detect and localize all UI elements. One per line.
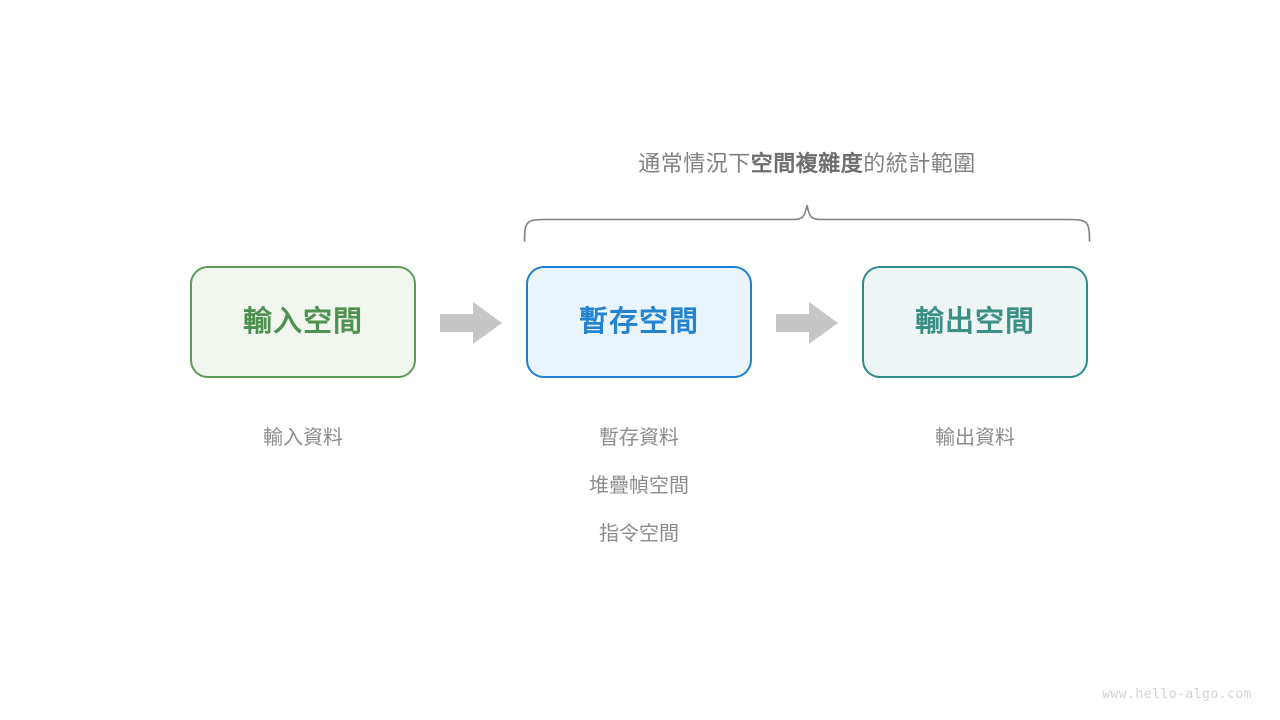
caption-output-space: 輸出資料 [862, 414, 1088, 462]
watermark: www.hello-algo.com [1102, 687, 1252, 702]
caption-line: 堆疊幀空間 [589, 475, 689, 497]
box-input-space: 輸入空間 [190, 266, 416, 378]
brace-caption-suffix: 的統計範圍 [863, 151, 976, 176]
box-output-space: 輸出空間 [862, 266, 1088, 378]
box-temp-space: 暫存空間 [526, 266, 752, 378]
box-output-space-label: 輸出空間 [914, 305, 1035, 338]
box-temp-space-label: 暫存空間 [578, 305, 699, 338]
caption-temp-space: 暫存資料 堆疊幀空間 指令空間 [526, 414, 752, 558]
brace-caption-strong: 空間複雜度 [750, 151, 864, 176]
arrow-right-icon-1 [440, 302, 502, 344]
caption-line: 輸入資料 [263, 427, 343, 449]
caption-line: 輸出資料 [935, 427, 1015, 449]
caption-input-space: 輸入資料 [190, 414, 416, 462]
curly-brace [523, 204, 1091, 242]
brace-caption-prefix: 通常情況下 [638, 151, 751, 176]
box-input-space-label: 輸入空間 [242, 305, 363, 338]
caption-line: 指令空間 [599, 523, 679, 545]
caption-line: 暫存資料 [599, 427, 679, 449]
arrow-right-icon-2 [776, 302, 838, 344]
brace-caption: 通常情況下空間複雜度的統計範圍 [507, 147, 1107, 181]
